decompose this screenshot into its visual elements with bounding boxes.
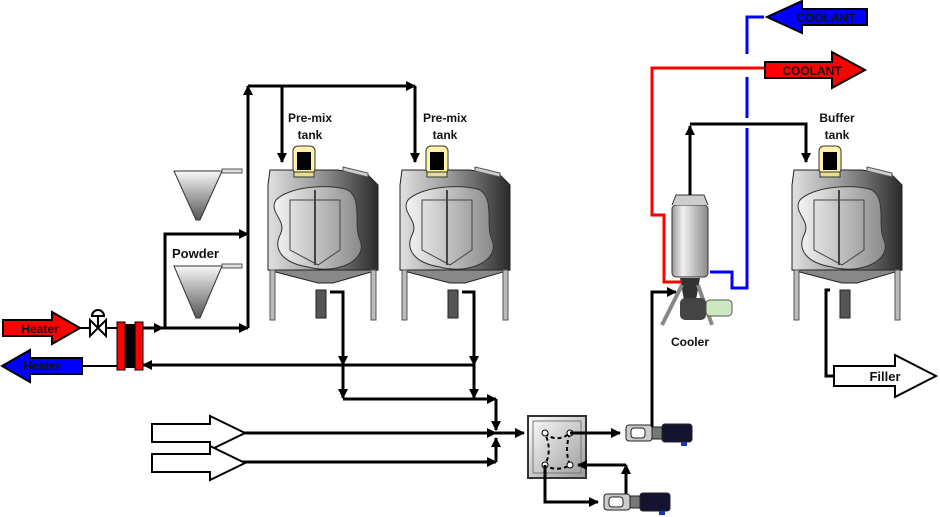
pipe-premix-outlets (142, 290, 525, 467)
powder-hopper-1 (173, 168, 243, 221)
heater-in-arrow (2, 310, 83, 346)
filler-label: Filler (869, 369, 900, 384)
heat-exchanger (116, 321, 144, 371)
control-valve (89, 309, 107, 339)
cooler-label: Cooler (671, 335, 709, 349)
pipe-powder-feed (160, 229, 249, 333)
coolant-cold-line (710, 15, 764, 290)
heater-in-label: Heater (21, 322, 59, 336)
coolant-out-arrow (764, 0, 868, 35)
powder-label: Powder (172, 246, 219, 261)
cooler-vessel (660, 194, 733, 326)
heater-out-arrow (0, 348, 83, 384)
input-arrow-1 (151, 414, 248, 452)
input-arrow-2 (151, 444, 248, 482)
pump-1 (625, 423, 693, 447)
powder-hopper-2 (173, 263, 243, 319)
premix-tank-1 (267, 166, 379, 321)
coolant-in-label: COOLANT (782, 64, 842, 78)
heater-out-label: Heater (23, 359, 61, 373)
mixing-unit (527, 415, 587, 479)
pipe-top-manifold (243, 81, 420, 328)
pipe-to-filler (824, 288, 834, 378)
pipe-mixing-loop (543, 287, 677, 507)
coolant-out-label: COOLANT (796, 11, 856, 25)
pipe-to-buffer (690, 122, 811, 163)
premix-tank-2 (399, 166, 511, 321)
premix-tank-2-motor (425, 145, 449, 178)
buffer-tank-motor (818, 145, 842, 178)
coolant-hot-line (650, 66, 764, 284)
premix-tank-1-motor (292, 145, 316, 178)
filler-arrow (833, 353, 939, 399)
coolant-in-arrow (764, 50, 868, 90)
buffer-tank (791, 166, 903, 321)
pump-2 (603, 492, 671, 516)
